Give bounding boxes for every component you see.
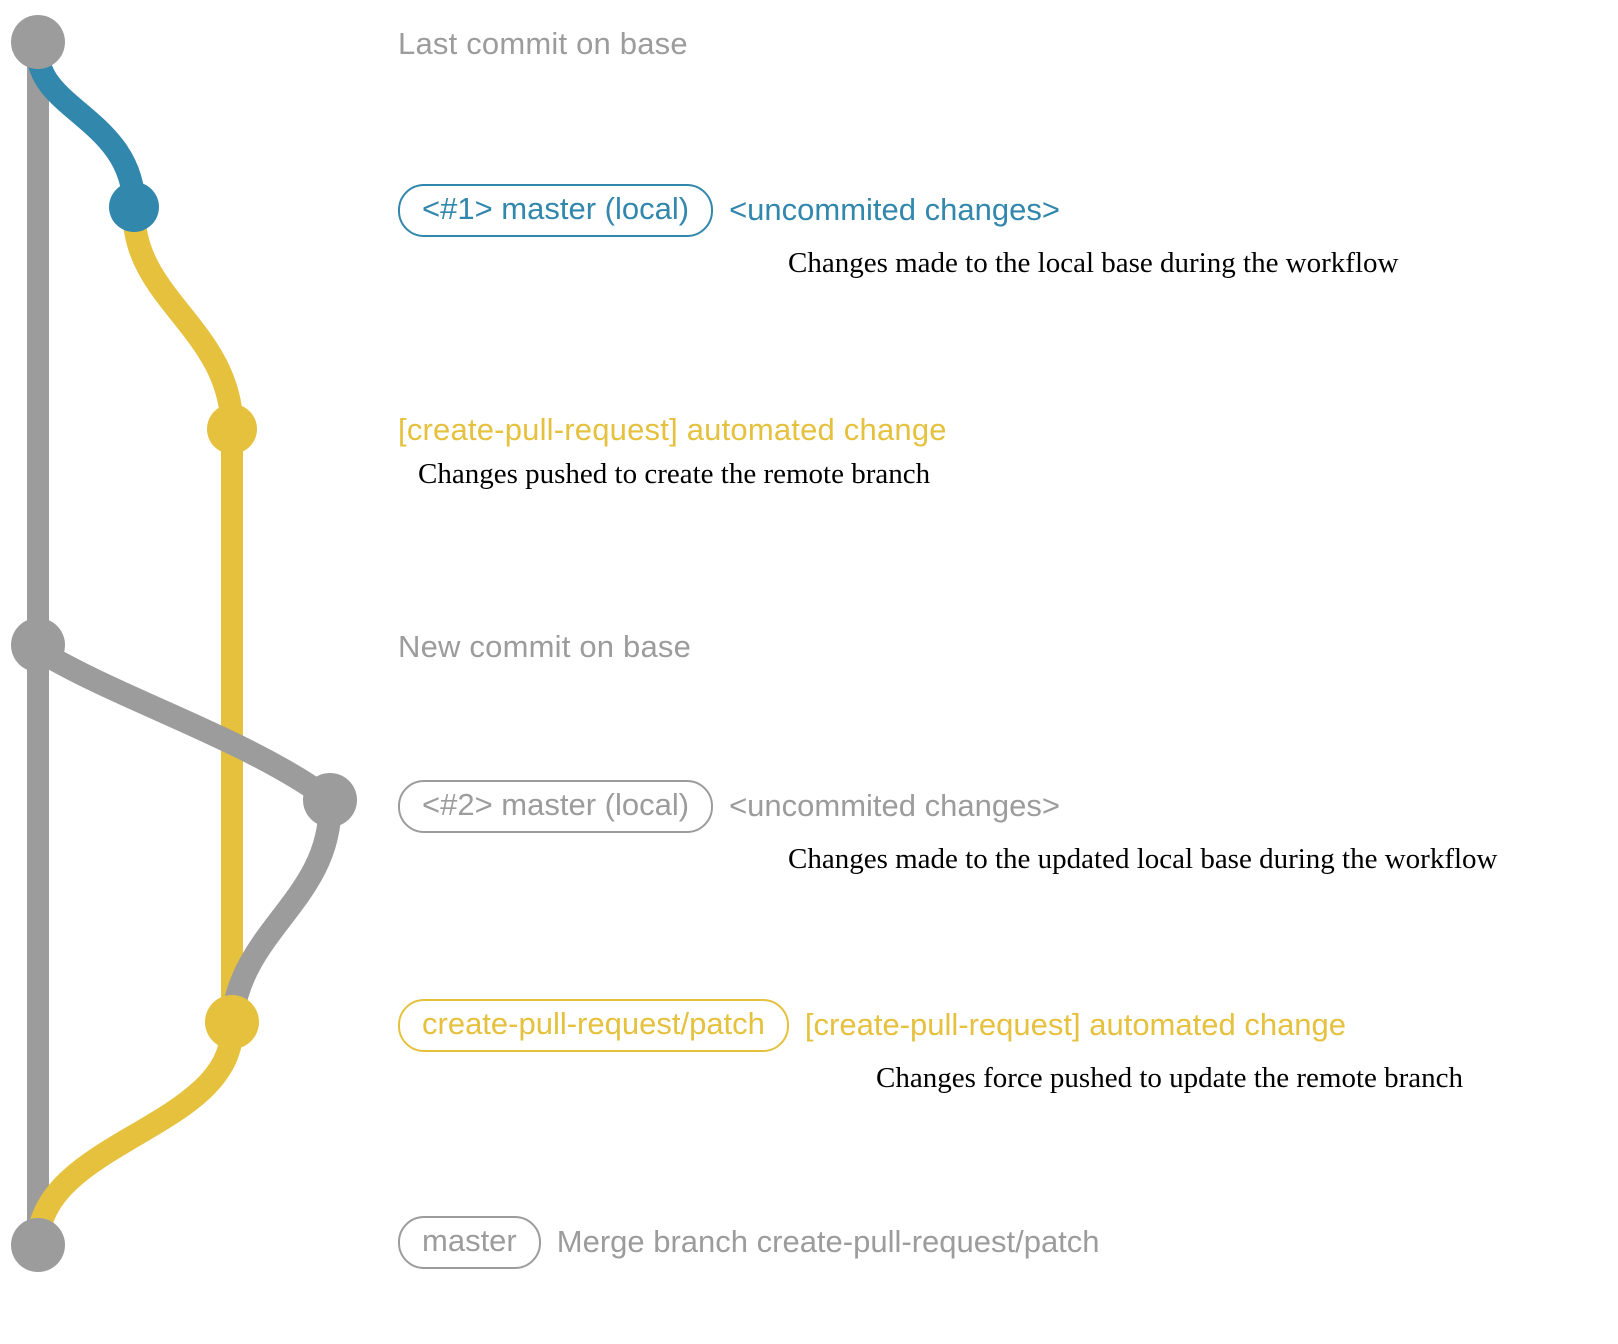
badge-row-local-1: <#1> master (local) <uncommited changes> xyxy=(398,184,1398,237)
row-automated-change-1: [create-pull-request] automated change C… xyxy=(398,412,947,491)
row-last-commit-on-base: Last commit on base xyxy=(398,26,688,62)
commit-title-automated-change-2: [create-pull-request] automated change xyxy=(804,1007,1347,1043)
commit-title-uncommited-changes-2: <uncommited changes> xyxy=(729,788,1060,824)
commit-node-master-merge[interactable] xyxy=(11,1218,65,1272)
commit-node-new-commit-on-base[interactable] xyxy=(11,618,65,672)
commit-description-local-2: Changes made to the updated local base d… xyxy=(788,842,1498,875)
commit-node-automated-change-2[interactable] xyxy=(205,995,259,1049)
badge-row-master: master Merge branch create-pull-request/… xyxy=(398,1216,1100,1269)
badge-row-patch: create-pull-request/patch [create-pull-r… xyxy=(398,999,1463,1052)
commit-title-merge-branch: Merge branch create-pull-request/patch xyxy=(556,1224,1100,1260)
commit-node-local-2[interactable] xyxy=(303,773,357,827)
branch-badge-master[interactable]: master xyxy=(398,1216,541,1269)
branch-badge-local-master-2[interactable]: <#2> master (local) xyxy=(398,780,714,833)
commit-description-automated-change-2: Changes force pushed to update the remot… xyxy=(876,1061,1464,1094)
row-master-merge: master Merge branch create-pull-request/… xyxy=(398,1216,1100,1269)
commit-node-last-commit-on-base[interactable] xyxy=(11,15,65,69)
commit-title-last-commit-on-base: Last commit on base xyxy=(398,26,688,61)
commit-description-automated-change-1: Changes pushed to create the remote bran… xyxy=(418,458,931,490)
row-local-master-1: <#1> master (local) <uncommited changes>… xyxy=(398,184,1398,280)
branch-badge-create-pull-request-patch[interactable]: create-pull-request/patch xyxy=(398,999,789,1052)
commit-node-local-1[interactable] xyxy=(109,182,159,232)
commit-title-uncommited-changes-1: <uncommited changes> xyxy=(729,192,1060,228)
commit-node-automated-change-1[interactable] xyxy=(207,404,257,454)
row-new-commit-on-base: New commit on base xyxy=(398,629,691,665)
commit-title-automated-change-1: [create-pull-request] automated change xyxy=(398,412,947,447)
commit-title-new-commit-on-base: New commit on base xyxy=(398,629,692,664)
row-automated-change-2: create-pull-request/patch [create-pull-r… xyxy=(398,999,1463,1095)
edge-local2-to-patch2 xyxy=(220,794,342,1034)
row-local-master-2: <#2> master (local) <uncommited changes>… xyxy=(398,780,1498,876)
edge-base2-to-local2 xyxy=(26,638,342,812)
edge-base-to-local1 xyxy=(26,40,146,219)
edge-patch2-to-master xyxy=(26,1016,244,1257)
badge-row-local-2: <#2> master (local) <uncommited changes> xyxy=(398,780,1498,833)
commit-description-local-1: Changes made to the local base during th… xyxy=(788,246,1399,279)
branch-badge-local-master-1[interactable]: <#1> master (local) xyxy=(398,184,714,237)
edge-local1-to-patch1 xyxy=(122,201,244,441)
